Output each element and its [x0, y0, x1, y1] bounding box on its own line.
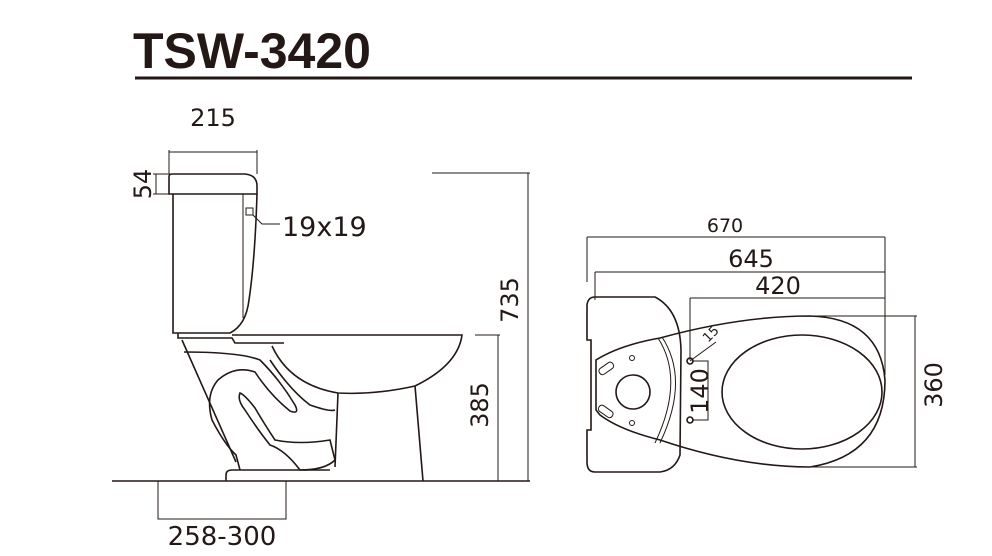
total-height-label: 735 — [496, 277, 524, 323]
tank-width-dimension: 215 — [168, 104, 258, 174]
overall-length-dimension: 670 — [586, 215, 885, 282]
tank-lid — [168, 173, 258, 195]
flush-valve-circle — [615, 374, 651, 410]
model-title: TSW-3420 — [133, 23, 371, 79]
rough-in-dimension: 258-300 — [157, 481, 287, 552]
hole-spacing-label: 140 — [686, 368, 714, 414]
bowl-top-outline — [595, 315, 886, 468]
side-view: 215 54 19x19 — [112, 104, 530, 552]
bowl-width-label: 360 — [920, 362, 948, 408]
rough-in-label: 258-300 — [168, 522, 277, 552]
bowl-width-dimension: 360 — [810, 315, 948, 468]
tank-width-label: 215 — [190, 104, 236, 132]
lid-height-dimension: 54 — [129, 169, 170, 200]
overall-length-label: 670 — [707, 215, 743, 237]
flush-button-icon — [245, 207, 254, 216]
total-height-dimension: 735 — [432, 172, 530, 481]
bowl-length-dimension: 645 — [594, 245, 885, 300]
hole-to-front-dimension: 420 — [689, 237, 886, 375]
seat-height-label: 385 — [466, 382, 494, 428]
bowl-opening — [721, 334, 883, 450]
bowl-side — [177, 333, 463, 482]
button-size-label: 19x19 — [282, 212, 367, 243]
top-view: 670 645 420 15 140 — [586, 215, 948, 473]
tank-body — [172, 193, 258, 334]
tank-top — [586, 296, 682, 473]
hole-to-front-label: 420 — [755, 272, 801, 300]
bowl-length-label: 645 — [728, 245, 774, 273]
lid-height-label: 54 — [129, 169, 157, 200]
seat-height-dimension: 385 — [466, 334, 500, 481]
